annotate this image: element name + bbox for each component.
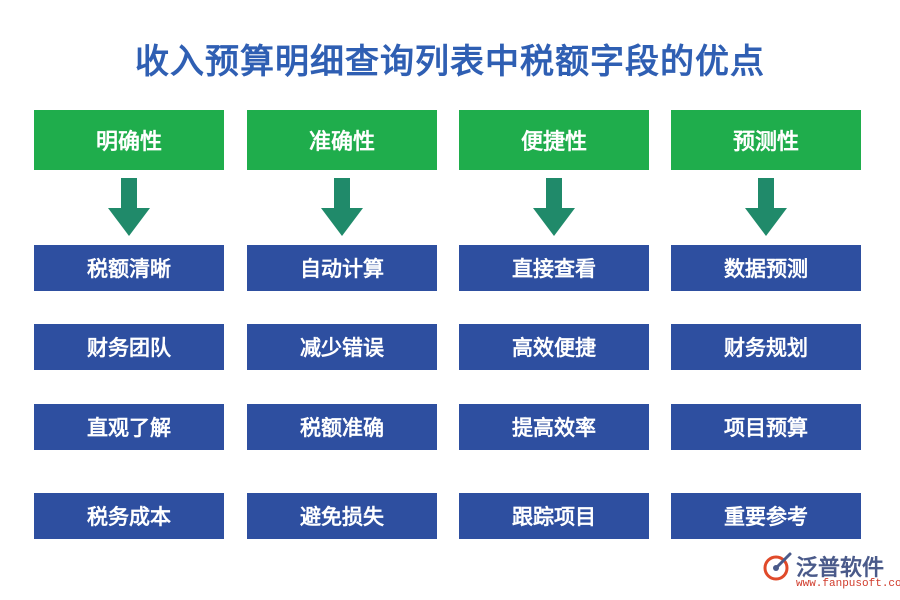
down-arrow-icon — [745, 178, 787, 236]
brand-logo: 泛普软件 www.fanpusoft.com — [760, 548, 900, 598]
item-data-forecast: 数据预测 — [671, 245, 861, 291]
header-predictability: 预测性 — [671, 110, 861, 170]
item-important-ref: 重要参考 — [671, 493, 861, 539]
item-intuitive: 直观了解 — [34, 404, 224, 450]
fanpu-logo-icon — [763, 552, 792, 581]
header-convenience: 便捷性 — [459, 110, 649, 170]
item-efficient: 高效便捷 — [459, 324, 649, 370]
logo-name: 泛普软件 — [796, 556, 885, 581]
item-auto-calc: 自动计算 — [247, 245, 437, 291]
item-tax-accurate: 税额准确 — [247, 404, 437, 450]
item-direct-view: 直接查看 — [459, 245, 649, 291]
down-arrow-icon — [108, 178, 150, 236]
item-track-project: 跟踪项目 — [459, 493, 649, 539]
logo-url: www.fanpusoft.com — [796, 578, 900, 590]
header-clarity: 明确性 — [34, 110, 224, 170]
item-tax-clear: 税额清晰 — [34, 245, 224, 291]
page-title: 收入预算明细查询列表中税额字段的优点 — [135, 42, 765, 82]
down-arrow-icon — [533, 178, 575, 236]
item-finance-plan: 财务规划 — [671, 324, 861, 370]
item-finance-team: 财务团队 — [34, 324, 224, 370]
down-arrow-icon — [321, 178, 363, 236]
item-avoid-loss: 避免损失 — [247, 493, 437, 539]
item-tax-cost: 税务成本 — [34, 493, 224, 539]
item-reduce-errors: 减少错误 — [247, 324, 437, 370]
item-project-budget: 项目预算 — [671, 404, 861, 450]
item-improve-efficiency: 提高效率 — [459, 404, 649, 450]
header-accuracy: 准确性 — [247, 110, 437, 170]
